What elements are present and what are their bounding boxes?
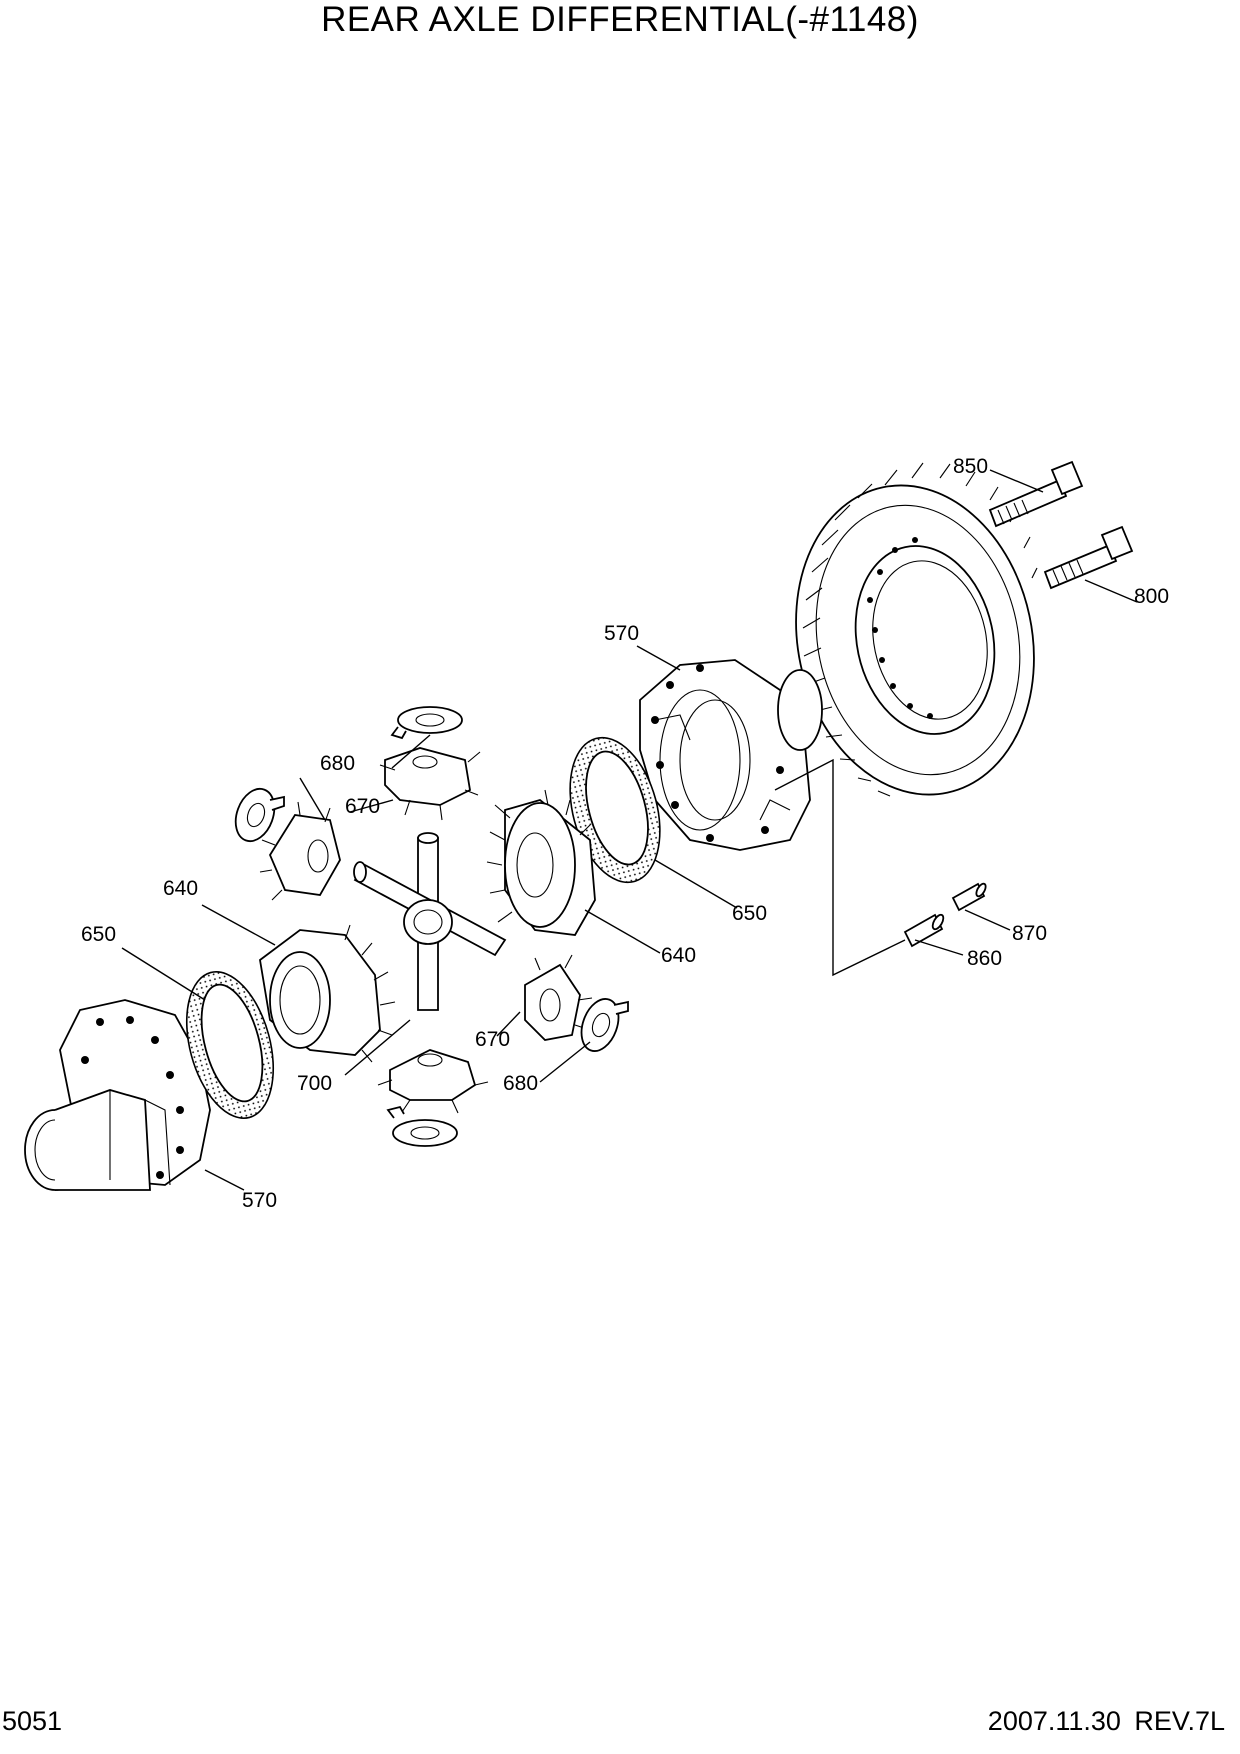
callout-850: 850 [953,455,988,478]
callout-650-left: 650 [81,923,116,946]
callout-570-top: 570 [604,622,639,645]
callout-570-bottom: 570 [242,1189,277,1212]
side-gear-640-left [259,924,396,1063]
pinion-gear-670-upper-left [259,801,341,901]
case-half-lower [24,999,211,1191]
diagram-title: REAR AXLE DIFFERENTIAL(-#1148) [321,0,919,39]
thrust-washer-680-top [390,706,463,740]
callout-870: 870 [1012,922,1047,945]
callout-670-bottom: 670 [475,1028,510,1051]
callout-680-bottom: 680 [503,1072,538,1095]
pin-reference-bracket [774,758,906,977]
callout-860: 860 [967,947,1002,970]
leader-lines [121,469,1138,1191]
pin-870 [951,882,987,912]
callout-650-right: 650 [732,902,767,925]
thrust-washer-680-right [580,998,629,1052]
callout-800: 800 [1134,585,1169,608]
bolt-850 [988,460,1084,528]
thrust-washer-650-right [569,736,661,884]
spider-cross-700 [353,832,507,1011]
callout-labels: 850 800 570 680 670 640 650 650 640 870 … [81,455,1169,1212]
ring-gear [795,462,1038,797]
case-half-upper [639,659,823,851]
callout-670-top: 670 [345,795,380,818]
callout-700: 700 [297,1072,332,1095]
bolt-800 [1043,525,1134,590]
page-number: 5051 [2,1706,63,1736]
callout-680-top: 680 [320,752,355,775]
date-revision: 2007.11.30 REV.7L [987,1706,1225,1736]
callout-640-right: 640 [661,944,696,967]
pinion-gear-670-top [379,747,481,821]
pinion-gear-670-bottom [377,1049,489,1114]
thrust-washer-650-left [185,971,275,1119]
ring-gear-bolt-holes [867,537,933,719]
side-gear-640-right [486,789,596,936]
thrust-washer-680-left [234,787,285,843]
callout-640-left: 640 [163,877,198,900]
thrust-washer-680-bottom [386,1105,458,1147]
pinion-gear-670-lower-right [524,954,593,1041]
pin-860 [903,913,945,948]
